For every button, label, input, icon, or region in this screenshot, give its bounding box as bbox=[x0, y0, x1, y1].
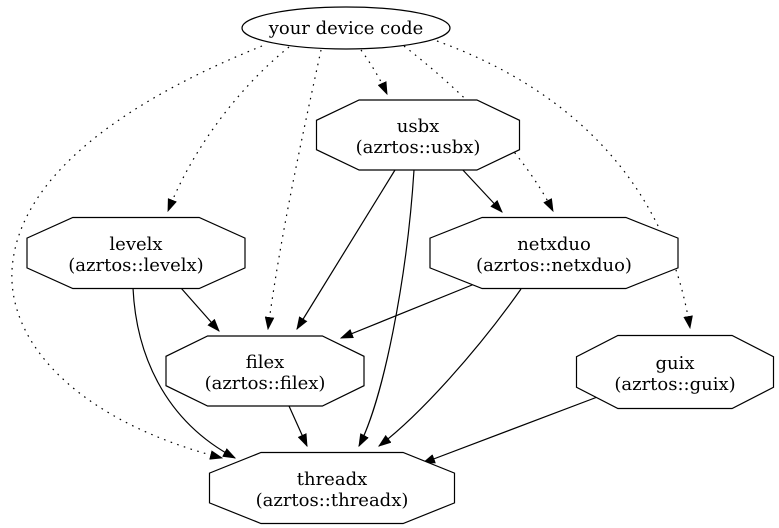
edge-filex-to-threadx bbox=[288, 405, 308, 448]
node-netxduo-shape bbox=[429, 216, 679, 290]
node-netxduo-sublabel: (azrtos::netxduo) bbox=[476, 255, 632, 276]
node-threadx: threadx(azrtos::threadx) bbox=[208, 451, 456, 525]
node-threadx-shape bbox=[208, 451, 456, 525]
edge-device-to-usbx bbox=[360, 49, 388, 96]
node-guix: guix(azrtos::guix) bbox=[575, 334, 775, 410]
edge-netxduo-to-threadx bbox=[378, 288, 522, 447]
edge-usbx-to-netxduo bbox=[460, 167, 503, 213]
edge-device-to-netxduo bbox=[403, 45, 554, 213]
node-usbx-sublabel: (azrtos::usbx) bbox=[356, 137, 481, 158]
node-device: your device code bbox=[241, 6, 451, 50]
node-usbx-label: usbx bbox=[397, 116, 440, 137]
node-threadx-sublabel: (azrtos::threadx) bbox=[256, 490, 409, 511]
edge-device-to-filex bbox=[264, 49, 322, 331]
node-usbx: usbx(azrtos::usbx) bbox=[315, 99, 521, 171]
node-usbx-shape bbox=[315, 99, 521, 171]
edge-usbx-to-filex bbox=[296, 169, 396, 331]
node-guix-label: guix bbox=[655, 353, 694, 374]
node-levelx: levelx(azrtos::levelx) bbox=[26, 216, 246, 290]
node-device-shape bbox=[241, 6, 451, 50]
node-guix-shape bbox=[575, 334, 775, 410]
node-filex-label: filex bbox=[246, 352, 285, 373]
edge-usbx-to-threadx bbox=[358, 169, 415, 448]
edge-guix-to-threadx bbox=[421, 395, 601, 464]
node-guix-sublabel: (azrtos::guix) bbox=[614, 374, 735, 395]
node-netxduo-label: netxduo bbox=[517, 234, 591, 255]
node-levelx-label: levelx bbox=[109, 234, 162, 255]
edge-device-to-levelx bbox=[167, 46, 290, 213]
edge-levelx-to-threadx bbox=[132, 287, 237, 459]
node-threadx-label: threadx bbox=[297, 469, 368, 490]
node-filex: filex(azrtos::filex) bbox=[165, 335, 365, 407]
edge-device-to-threadx bbox=[11, 45, 263, 460]
node-filex-sublabel: (azrtos::filex) bbox=[205, 373, 326, 394]
edge-netxduo-to-filex bbox=[339, 282, 478, 339]
node-levelx-shape bbox=[26, 216, 246, 290]
node-filex-shape bbox=[165, 335, 365, 407]
edge-levelx-to-filex bbox=[180, 287, 220, 332]
node-levelx-sublabel: (azrtos::levelx) bbox=[68, 255, 203, 276]
node-netxduo: netxduo(azrtos::netxduo) bbox=[429, 216, 679, 290]
node-device-label: your device code bbox=[268, 18, 424, 39]
